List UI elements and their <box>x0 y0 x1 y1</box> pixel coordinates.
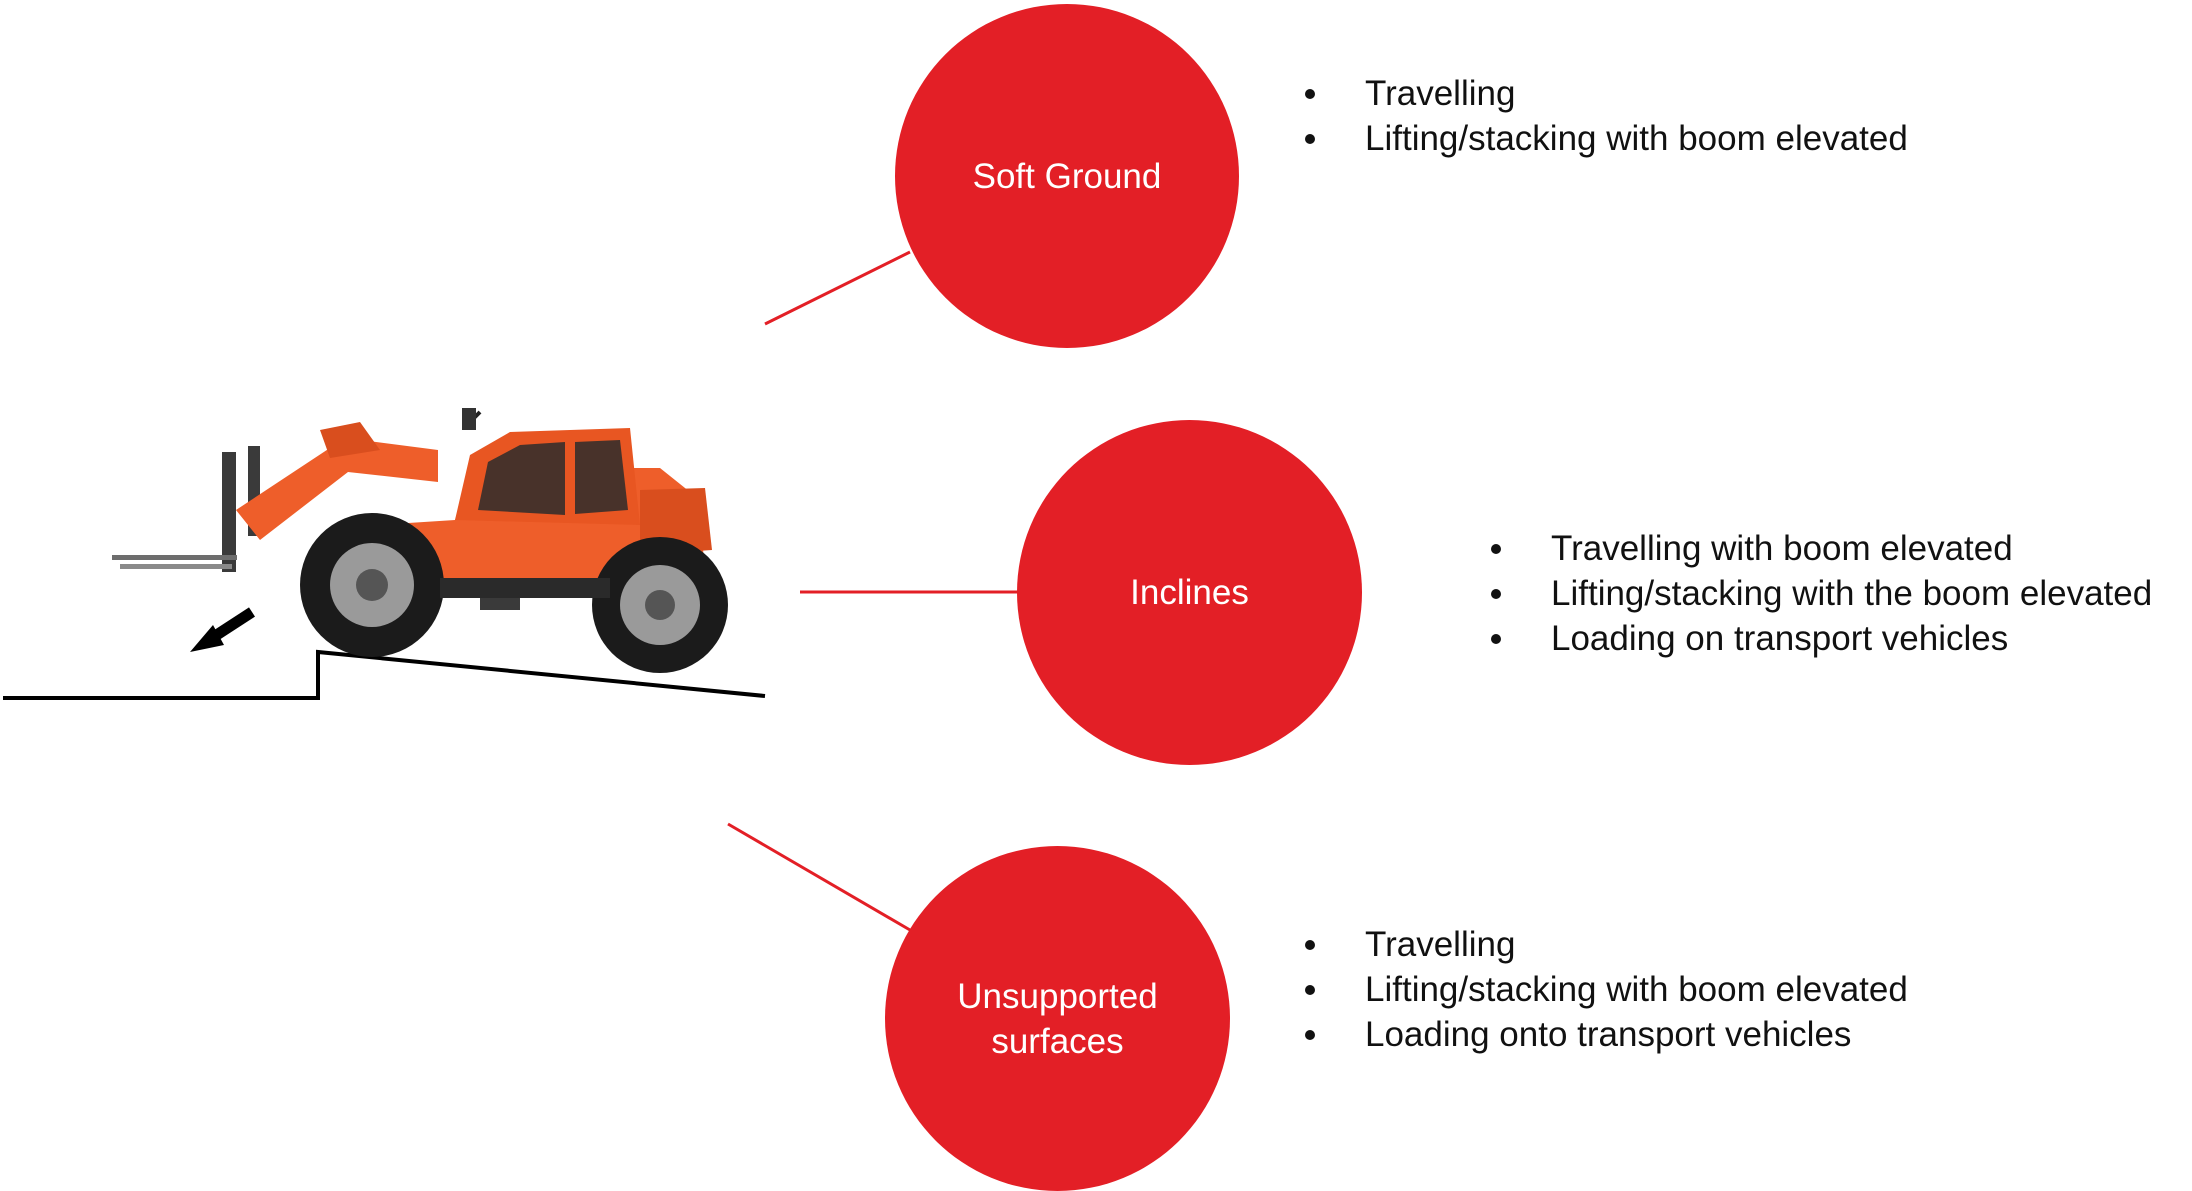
list-item: Travelling <box>1305 71 1908 116</box>
hazard-label-soft-ground: Soft Ground <box>972 156 1162 196</box>
list-item: Travelling <box>1305 922 1908 967</box>
hazard-circle-inclines: Inclines <box>1017 420 1362 765</box>
list-item: Loading on transport vehicles <box>1491 616 2152 661</box>
hazard-list-inclines: Travelling with boom elevated Lifting/st… <box>1491 526 2152 661</box>
hazard-label-line-2: surfaces <box>991 1021 1124 1061</box>
arrow-down-left-icon <box>190 607 255 652</box>
connector-soft-ground <box>764 250 911 326</box>
list-item: Lifting/stacking with the boom elevated <box>1491 571 2152 616</box>
ground-line <box>3 649 766 700</box>
connector-unsupported <box>727 822 911 932</box>
front-wheel <box>300 513 444 657</box>
hazard-label-unsupported-surfaces: Unsupported surfaces <box>937 974 1177 1064</box>
list-item: Travelling with boom elevated <box>1491 526 2152 571</box>
list-item: Lifting/stacking with boom elevated <box>1305 967 1908 1012</box>
hazard-list-soft-ground: Travelling Lifting/stacking with boom el… <box>1305 71 1908 161</box>
rear-wheel <box>592 537 728 673</box>
list-item: Lifting/stacking with boom elevated <box>1305 116 1908 161</box>
hazard-label-inclines: Inclines <box>1130 573 1249 612</box>
hazard-label-line-1: Unsupported <box>957 976 1158 1016</box>
hazard-circle-soft-ground: Soft Ground <box>895 4 1239 348</box>
hazard-list-unsupported-surfaces: Travelling Lifting/stacking with boom el… <box>1305 922 1908 1057</box>
list-item: Loading onto transport vehicles <box>1305 1012 1908 1057</box>
telehandler-icon <box>112 408 728 673</box>
telehandler-illustration <box>3 408 766 700</box>
hazard-circle-unsupported-surfaces: Unsupported surfaces <box>885 846 1230 1191</box>
